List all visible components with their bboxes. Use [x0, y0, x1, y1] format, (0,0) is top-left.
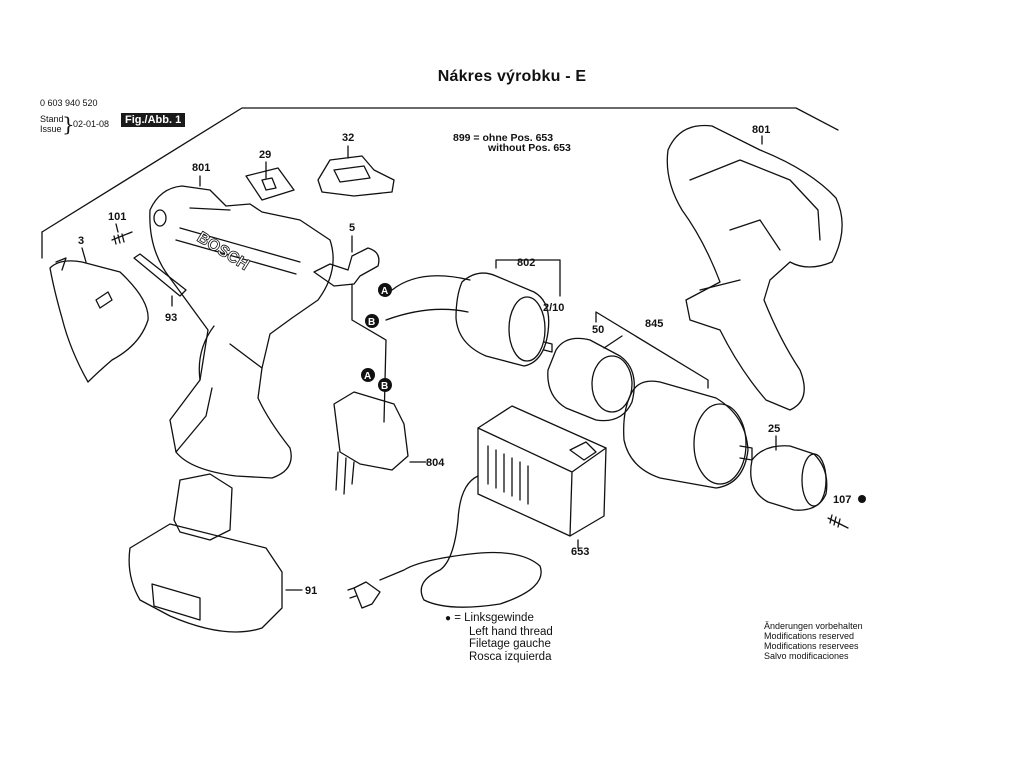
marker-b-circle-icon — [365, 314, 379, 328]
label-91: 91 — [305, 585, 317, 597]
motor-802-wire-a — [391, 275, 471, 291]
motor-802-shaft — [543, 341, 553, 353]
housing-801-right-inner — [689, 159, 821, 291]
bracket-50-845 — [595, 311, 709, 389]
housing-801-left — [149, 185, 334, 479]
gearbox-50 — [547, 337, 635, 422]
screw-107 — [827, 514, 849, 529]
charger-653-port — [569, 441, 597, 461]
mod-line-4: Salvo modificaciones — [764, 651, 849, 661]
brand-logo: BOSCH — [194, 229, 252, 274]
motor-802-wire-b — [385, 308, 469, 321]
marker-b2-circle-icon — [378, 378, 392, 392]
label-101: 101 — [108, 211, 126, 223]
side-cover-3 — [49, 260, 149, 383]
legend-line-3: Filetage gauche — [469, 638, 551, 651]
marker-a2-circle-icon — [361, 368, 375, 382]
label-107: 107 — [833, 494, 851, 506]
label-653: 653 — [571, 546, 589, 558]
chuck-845-front — [693, 403, 747, 485]
note-line-2: without Pos. 653 — [488, 142, 571, 154]
side-cover-3-tab — [95, 291, 113, 309]
issue-date: 02-01-08 — [73, 119, 110, 129]
bracket-802 — [495, 259, 561, 297]
note-line-1: 899 = ohne Pos. 653 — [453, 132, 554, 144]
part-number: 0 603 940 520 — [40, 98, 98, 108]
label-801b: 801 — [752, 124, 770, 136]
label-845: 845 — [645, 318, 663, 330]
marker-a-circle-icon — [378, 283, 392, 297]
marker-b2: B — [381, 381, 388, 392]
issue-label: Issue — [40, 124, 62, 134]
bullet-icon: ● — [445, 613, 452, 624]
sleeve-25 — [750, 445, 828, 511]
switch-lever-5 — [313, 247, 380, 287]
label-29 — [245, 167, 295, 201]
housing-801-rib — [175, 207, 301, 275]
housing-801-handle — [175, 325, 263, 453]
label-804: 804 — [426, 457, 445, 469]
frame-outline — [41, 107, 839, 233]
plug — [347, 581, 381, 609]
housing-801-hole — [153, 209, 167, 227]
switch-804 — [333, 391, 409, 471]
chuck-845-tip — [739, 445, 753, 461]
modifications-notice: Änderungen vorbehalten Modifications res… — [764, 621, 863, 661]
charger-cord — [379, 475, 542, 608]
label-50: 50 — [592, 324, 604, 336]
motor-802 — [455, 272, 550, 367]
label-93: 93 — [165, 312, 177, 324]
label-29: 29 — [259, 149, 271, 161]
label-2-10: 2/10 — [543, 302, 564, 314]
left-hand-thread-marker-icon — [858, 495, 866, 503]
legend: ● = Linksgewinde Left hand thread Fileta… — [445, 612, 553, 663]
clip-32-detail — [333, 165, 371, 183]
switch-804-pins — [335, 451, 355, 495]
stand-label: Stand — [40, 114, 64, 124]
housing-801-right — [666, 124, 843, 411]
label-29-symbol — [261, 177, 277, 191]
chuck-845 — [623, 380, 749, 489]
plate-93 — [133, 253, 187, 297]
label-802: 802 — [517, 257, 535, 269]
leader-line — [351, 283, 387, 423]
label-5: 5 — [349, 222, 355, 234]
label-3: 3 — [78, 235, 84, 247]
legend-line-4: Rosca izquierda — [469, 650, 552, 663]
page-title: Nákres výrobku - E — [437, 68, 587, 85]
label-32: 32 — [342, 132, 354, 144]
figure-label: Fig./Abb. 1 — [121, 113, 186, 127]
battery-91 — [128, 523, 283, 633]
charger-653-top — [477, 427, 607, 537]
marker-a2: A — [364, 371, 371, 382]
label-25: 25 — [768, 423, 780, 435]
leader-lines — [81, 135, 777, 591]
charger-653 — [477, 405, 607, 537]
mod-line-2: Modifications reserved — [764, 631, 855, 641]
marker-a: A — [381, 286, 388, 297]
mod-line-1: Änderungen vorbehalten — [764, 621, 863, 631]
sleeve-25-face — [801, 453, 827, 507]
legend-line-1: = Linksgewinde — [454, 612, 534, 624]
legend-line-2: Left hand thread — [469, 625, 553, 638]
label-801a: 801 — [192, 162, 210, 174]
clip-32 — [317, 155, 395, 197]
marker-b: B — [368, 317, 375, 328]
battery-91-latch — [151, 583, 201, 621]
gearbox-50-face — [591, 355, 633, 413]
side-cover-3-detail — [55, 257, 67, 271]
charger-653-slots — [487, 445, 529, 505]
screw-101 — [111, 231, 133, 245]
motor-802-face — [508, 296, 546, 362]
brace-icon: } — [62, 112, 75, 136]
mod-line-3: Modifications reservees — [764, 641, 859, 651]
battery-91-post — [173, 473, 233, 541]
